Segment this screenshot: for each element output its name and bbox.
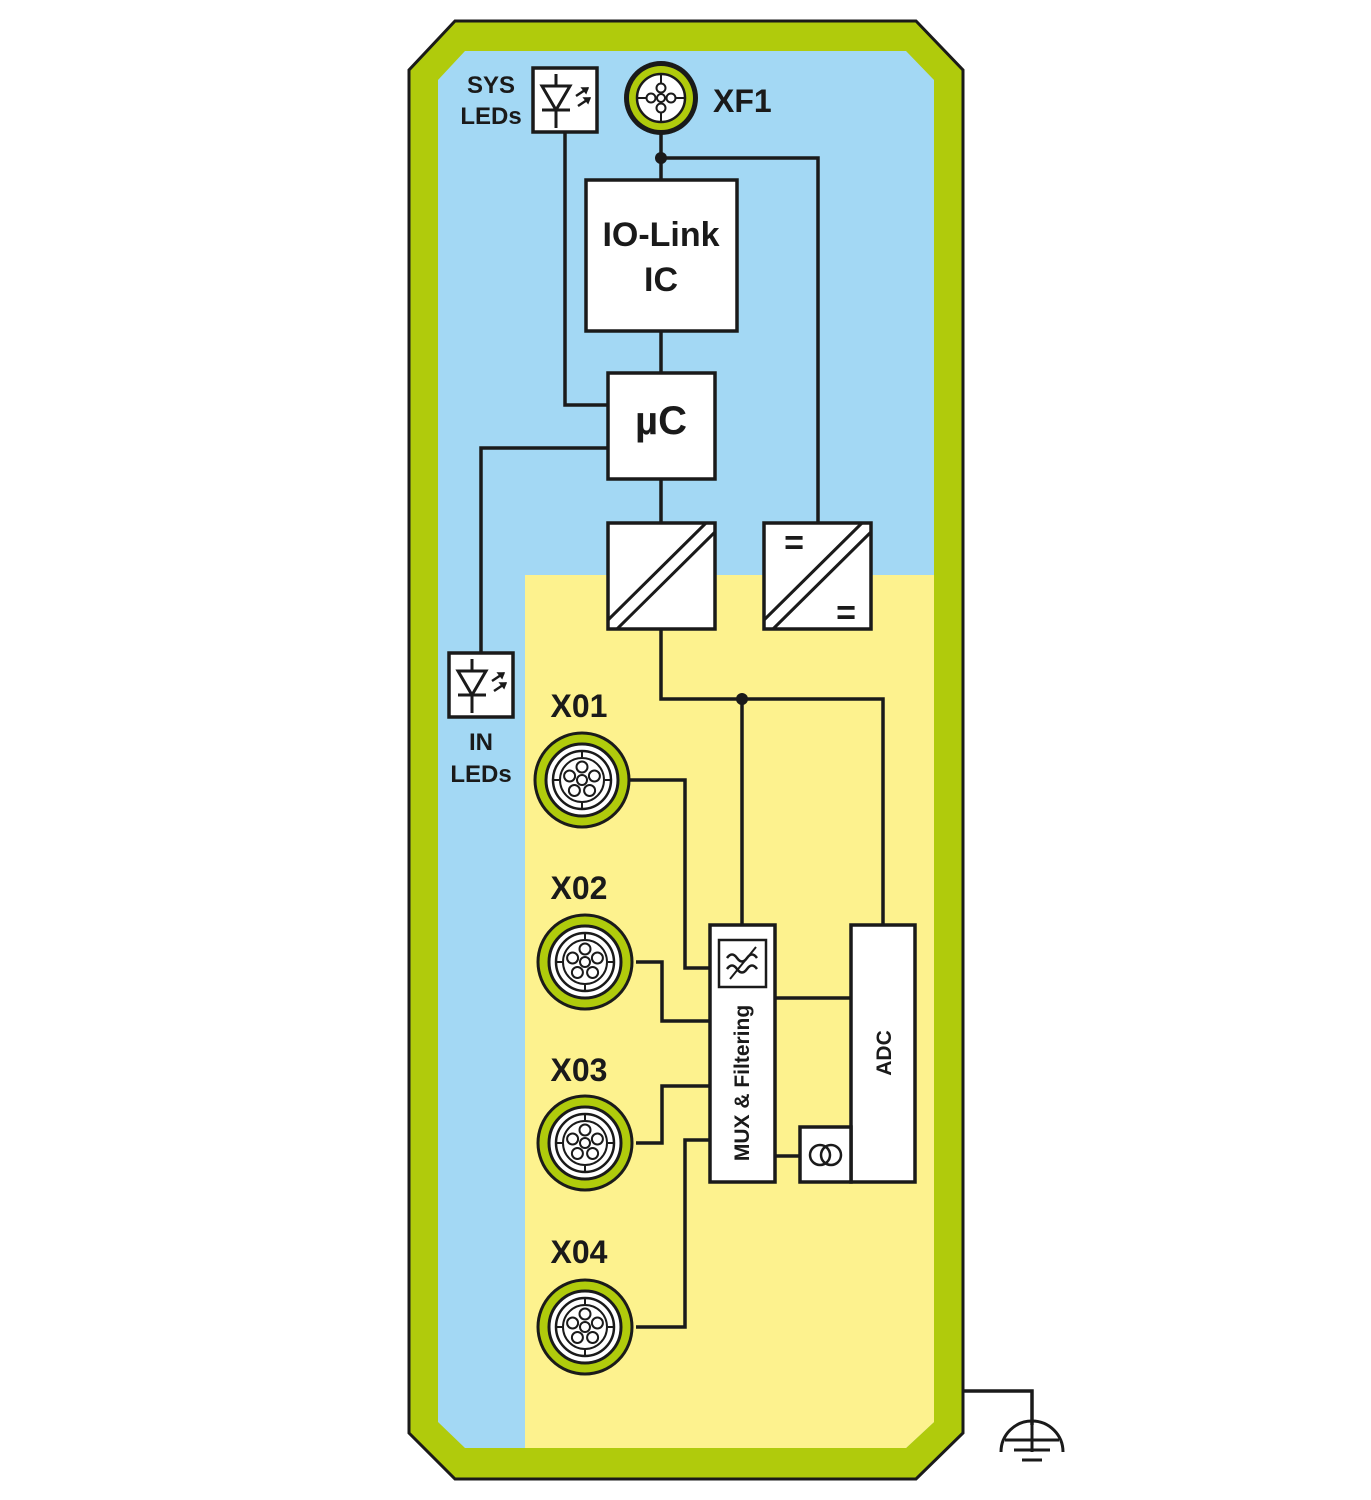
- junction-dot: [736, 693, 748, 705]
- mux-filtering-label: MUX & Filtering: [731, 1005, 754, 1161]
- io-link-ic-block: [584, 178, 739, 333]
- io-link-ic-label-line1: IO-Link: [602, 216, 719, 254]
- in-leds-label-line1: IN: [469, 729, 493, 756]
- in-led-box: [447, 651, 515, 719]
- ground-icon: [999, 1419, 1065, 1462]
- wiring: [479, 128, 1034, 1425]
- dc-dc-input-symbol: =: [784, 524, 804, 562]
- m12-connector-icon: [536, 1278, 634, 1376]
- dc-dc-converter-block: [762, 521, 873, 631]
- x02-label: X02: [551, 870, 608, 906]
- x04-label: X04: [551, 1234, 608, 1270]
- m12-connector-icon: [536, 1094, 634, 1192]
- junction-dot: [655, 152, 667, 164]
- adc-label: ADC: [873, 1030, 896, 1076]
- m12-connector-icon: [533, 731, 631, 829]
- in-leds-label-line2: LEDs: [450, 761, 511, 788]
- filter-icon: [717, 938, 768, 989]
- x03-label: X03: [551, 1052, 608, 1088]
- io-link-ic-label-line2: IC: [644, 261, 678, 299]
- microcontroller-block: [606, 371, 717, 481]
- x01-label: X01: [551, 688, 608, 724]
- xf1-connector: [624, 61, 698, 135]
- xf1-label: XF1: [713, 83, 772, 119]
- current-source-icon: [808, 1143, 843, 1167]
- m12-connector-icon: [536, 913, 634, 1011]
- adc-block: [849, 923, 917, 1184]
- microcontroller-label: µC: [635, 399, 687, 443]
- sys-led-box: [531, 66, 599, 134]
- sys-leds-label-line1: SYS: [467, 72, 515, 99]
- dc-dc-output-symbol: =: [836, 594, 856, 632]
- sys-leds-label-line2: LEDs: [460, 103, 521, 130]
- isolator-block: [606, 521, 717, 631]
- current-source-box: [798, 1125, 853, 1184]
